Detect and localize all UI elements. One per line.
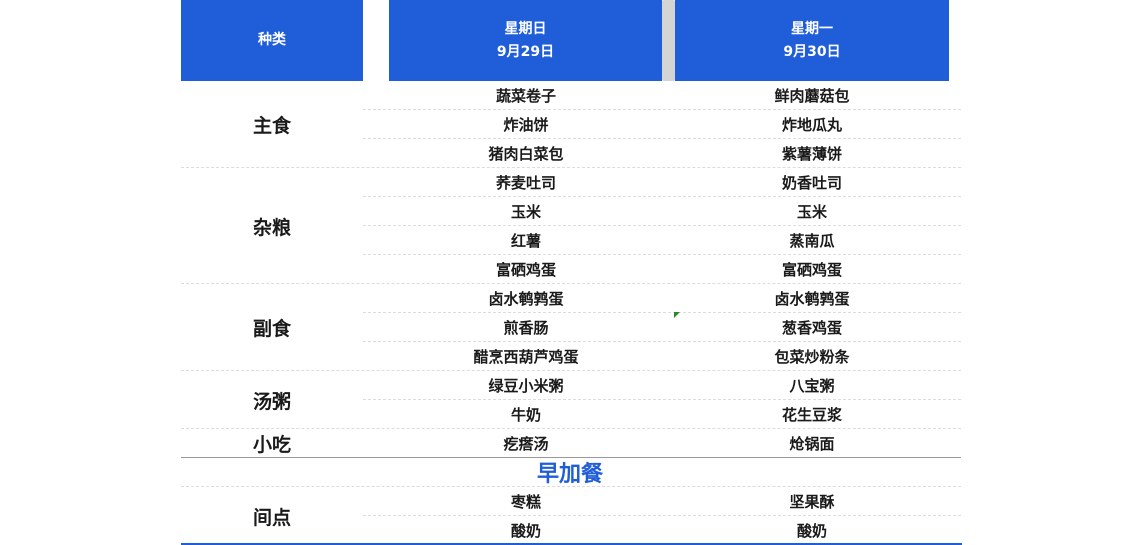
- category-snacks: 小吃: [252, 434, 291, 456]
- menu-item: 蒸南瓜: [789, 232, 835, 250]
- category-divider: [181, 486, 961, 487]
- header-weekday: 星期日: [504, 20, 547, 37]
- menu-item: 蔬菜卷子: [495, 87, 556, 105]
- menu-item: 紫薯薄饼: [781, 145, 842, 163]
- menu-item: 绿豆小米粥: [488, 377, 564, 395]
- menu-item: 红薯: [510, 232, 541, 250]
- category-soup-porridge: 汤粥: [252, 390, 291, 413]
- row-divider: [363, 196, 961, 197]
- category-side-dishes: 副食: [252, 318, 291, 340]
- addon-meal-title: 早加餐: [536, 462, 603, 487]
- menu-item: 醋烹西葫芦鸡蛋: [473, 348, 579, 366]
- menu-item: 枣糕: [510, 493, 541, 511]
- category-divider: [181, 428, 961, 429]
- row-divider: [363, 312, 961, 313]
- menu-item: 酸奶: [510, 522, 541, 540]
- header-weekday: 星期一: [791, 20, 833, 37]
- row-divider: [363, 109, 961, 110]
- header-date: 9月29日: [496, 43, 555, 60]
- menu-item: 猪肉白菜包: [488, 145, 564, 163]
- menu-item: 炸地瓜丸: [781, 116, 842, 134]
- category-grains: 杂粮: [252, 216, 291, 239]
- menu-item: 酸奶: [796, 522, 827, 540]
- category-divider: [181, 283, 961, 284]
- category-refreshment: 间点: [252, 506, 291, 529]
- row-divider: [363, 515, 961, 516]
- table-bottom-border: [181, 543, 962, 545]
- menu-item: 奶香吐司: [781, 174, 842, 192]
- menu-item: 荞麦吐司: [495, 174, 556, 192]
- menu-item: 炝锅面: [789, 435, 835, 453]
- menu-item: 包菜炒粉条: [774, 348, 850, 366]
- menu-item: 八宝粥: [789, 377, 835, 395]
- header-category-cell: 种类: [181, 0, 363, 81]
- menu-item: 炸油饼: [503, 116, 549, 134]
- menu-item: 富硒鸡蛋: [495, 261, 556, 279]
- menu-item: 鲜肉蘑菇包: [774, 87, 850, 105]
- header-date: 9月30日: [783, 43, 841, 60]
- row-divider: [363, 399, 961, 400]
- category-divider: [181, 370, 961, 371]
- menu-item: 富硒鸡蛋: [781, 261, 842, 279]
- menu-item: 疙瘩汤: [503, 435, 549, 453]
- menu-item: 玉米: [796, 203, 827, 221]
- category-divider: [181, 167, 961, 168]
- menu-item: 玉米: [510, 203, 541, 221]
- row-divider: [363, 138, 961, 139]
- menu-item: 卤水鹌鹑蛋: [488, 290, 564, 308]
- menu-item: 花生豆浆: [781, 406, 842, 424]
- row-divider: [363, 254, 961, 255]
- header-day-monday: 星期一 9月30日: [675, 0, 949, 81]
- row-divider: [363, 341, 961, 342]
- category-staple: 主食: [252, 115, 291, 137]
- section-divider: [181, 457, 961, 458]
- menu-item: 煎香肠: [503, 319, 549, 337]
- menu-item: 葱香鸡蛋: [781, 319, 842, 337]
- cursor-marker: [674, 312, 680, 318]
- row-divider: [363, 225, 961, 226]
- menu-item: 卤水鹌鹑蛋: [774, 290, 850, 308]
- header-day-sunday: 星期日 9月29日: [389, 0, 662, 81]
- header-separator: [662, 0, 675, 81]
- menu-item: 牛奶: [510, 406, 541, 424]
- menu-item: 坚果酥: [789, 493, 835, 511]
- header-category-label: 种类: [258, 32, 286, 48]
